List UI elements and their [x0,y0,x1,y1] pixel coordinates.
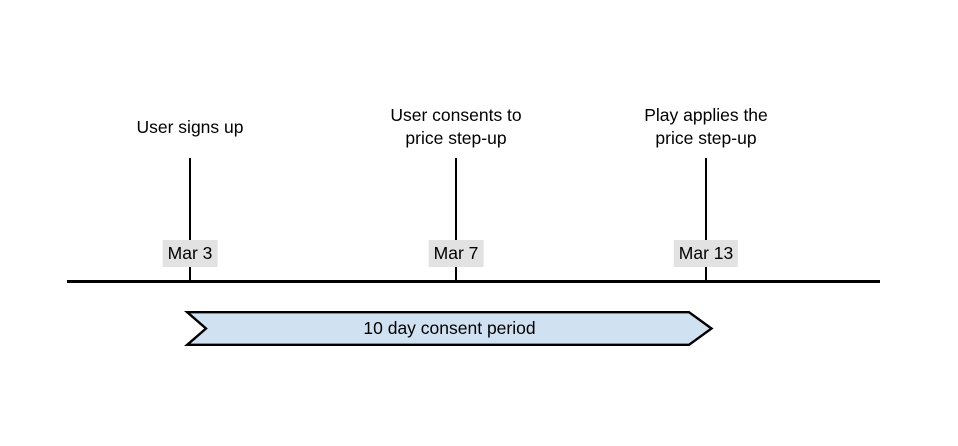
event-label-line: price step-up [405,128,507,148]
chevron-arrow-icon [183,311,714,346]
event-tick-consent [455,158,457,282]
timeline-axis [67,280,880,283]
event-label-consent: User consents to price step-up [390,104,521,150]
consent-period-banner: 10 day consent period [183,311,714,346]
event-date-chip-consent: Mar 7 [428,240,484,267]
consent-period-label: 10 day consent period [363,318,536,338]
event-label-line: User consents to [390,105,522,125]
event-date-chip-apply: Mar 13 [673,240,739,267]
event-label-signup: User signs up [137,116,244,139]
event-label-line: User signs up [136,117,244,137]
event-label-apply: Play applies the price step-up [644,104,768,150]
event-label-line: Play applies the [644,105,768,125]
event-date-chip-signup: Mar 3 [162,240,218,267]
event-label-line: price step-up [655,128,757,148]
event-tick-signup [189,158,191,282]
event-tick-apply [705,158,707,282]
